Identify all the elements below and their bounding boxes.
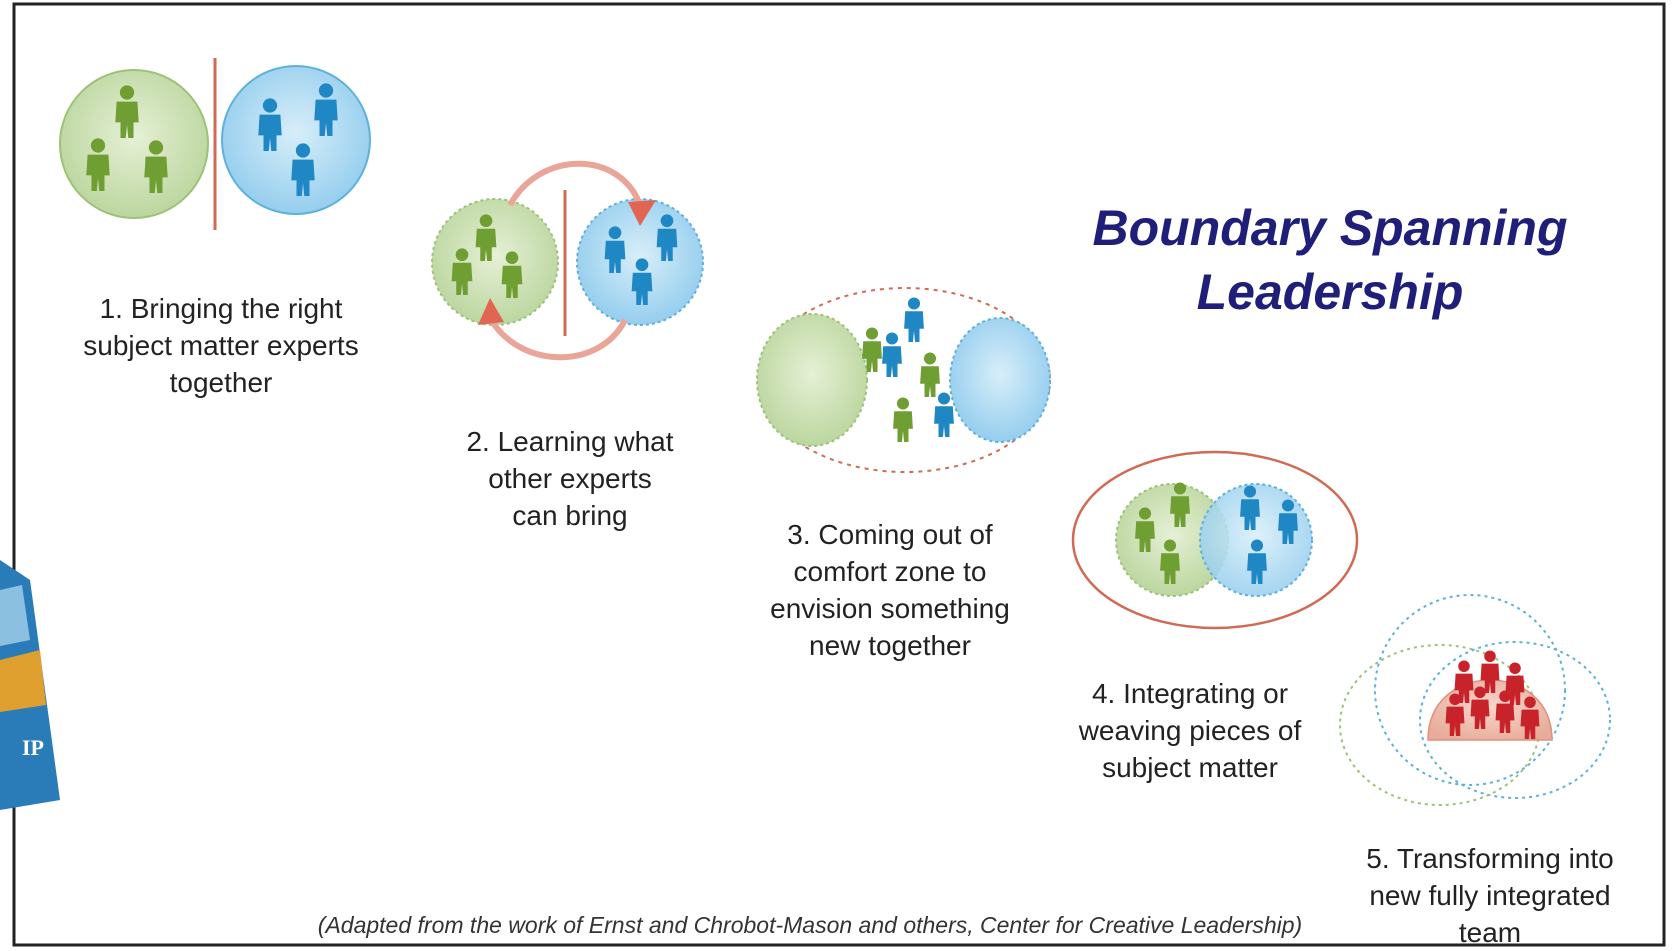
diagram-frame	[12, 2, 1666, 947]
step4-label: 4. Integrating or weaving pieces of subj…	[1078, 678, 1302, 783]
arrow-bottom	[487, 316, 628, 361]
step1-label: 1. Bringing the right subject matter exp…	[83, 293, 359, 398]
step2-label: 2. Learning what other experts can bring	[466, 426, 674, 531]
step5-label: 5. Transforming into new fully integrate…	[1366, 843, 1614, 948]
group-circle-blue	[221, 65, 371, 215]
book-cover-image: IP	[0, 560, 60, 810]
arrow-top	[507, 160, 643, 207]
arrow-head-top-icon	[628, 200, 656, 226]
step3-graphic	[756, 287, 1051, 473]
step2-graphic	[431, 160, 704, 361]
step3-label: 3. Coming out of comfort zone to envisio…	[770, 519, 1010, 661]
arrow-head-bottom-icon	[478, 298, 504, 325]
title-line-1: Boundary Spanning	[1092, 200, 1568, 256]
step1-graphic	[59, 58, 371, 230]
diagram-title: Boundary Spanning Leadership	[1030, 196, 1630, 324]
step4-graphic	[1071, 450, 1359, 630]
source-credit: (Adapted from the work of Ernst and Chro…	[317, 912, 1303, 938]
book-cover-text: IP	[22, 735, 44, 760]
solid-boundary	[1071, 450, 1359, 630]
title-line-2: Leadership	[1196, 264, 1464, 320]
step5-graphic	[1339, 594, 1611, 806]
